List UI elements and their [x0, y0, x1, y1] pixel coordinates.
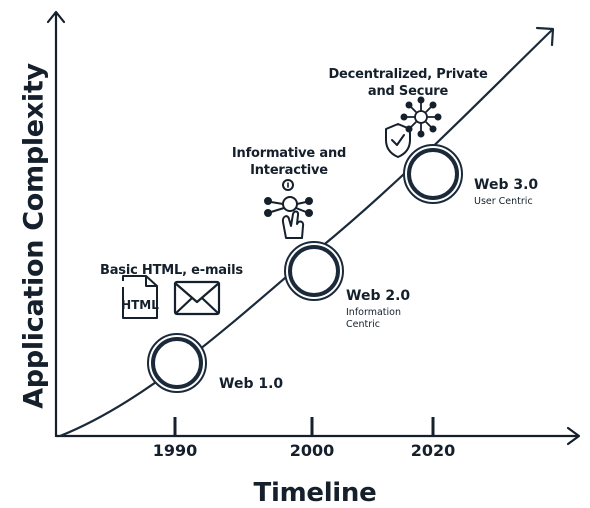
caption-web1: Basic HTML, e-mails: [100, 263, 243, 278]
y-axis: [46, 10, 66, 438]
y-axis-title-text: Application Complexity: [18, 63, 50, 409]
year-label-1990: 1990: [152, 441, 198, 460]
network-hub-icon: [400, 96, 442, 138]
envelope-icon: [173, 280, 221, 316]
growth-curve-arrowhead: [535, 26, 555, 47]
milestone-title-web1: Web 1.0: [219, 376, 284, 392]
milestone-subtitle-web3: User Centric: [474, 196, 533, 207]
x-axis: [54, 426, 581, 446]
caption-web2: Informative and Interactive: [231, 146, 347, 178]
milestone-title-web3: Web 3.0: [474, 177, 539, 193]
year-label-2020: 2020: [410, 441, 456, 460]
milestone-marker-web3: [403, 144, 463, 204]
milestone-marker-web1: [147, 333, 207, 393]
milestone-marker-web2: [284, 241, 344, 301]
milestone-label-web3: Web 3.0 User Centric: [474, 177, 538, 208]
milestone-subtitle-web2: Information Centric: [346, 307, 401, 330]
caption-web3: Decentralized, Private and Secure: [328, 67, 488, 99]
x-axis-title: Timeline: [253, 478, 377, 508]
shield-check-icon: [385, 123, 411, 158]
milestone-label-web1: Web 1.0: [219, 376, 283, 393]
html-file-icon: HTML: [121, 275, 159, 319]
milestone-label-web2: Web 2.0 Information Centric: [346, 288, 438, 331]
milestone-title-web2: Web 2.0: [346, 288, 411, 304]
html-icon-label: HTML: [121, 298, 159, 312]
touch-network-icon: [264, 179, 313, 239]
year-label-2000: 2000: [289, 441, 335, 460]
